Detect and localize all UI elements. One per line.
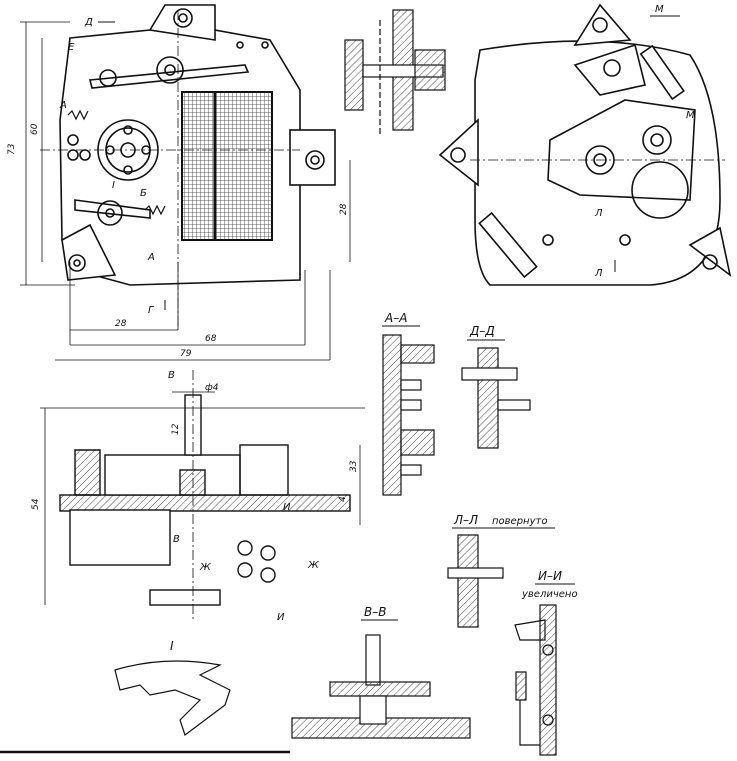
dim-33: 33 — [349, 460, 359, 472]
front-view-dimensions — [20, 21, 351, 361]
dim-73: 73 — [7, 143, 17, 155]
marker-Zh-right: Ж — [307, 560, 320, 571]
section-A-label: А–А — [384, 311, 407, 325]
detail-I — [114, 660, 231, 736]
section-A — [382, 334, 435, 496]
section-I-label: И–И — [538, 569, 562, 583]
detail-I-label: I — [170, 639, 174, 653]
marker-L-top: Л — [594, 208, 603, 219]
marker-roman-1: I — [112, 180, 115, 191]
dim-28-horizontal: 28 — [115, 319, 127, 329]
dim-phi4: ф4 — [205, 383, 219, 393]
marker-B: Б — [140, 188, 147, 199]
section-D — [461, 347, 531, 449]
section-L-note: повернуто — [492, 516, 547, 527]
dim-4: 4 — [338, 496, 348, 502]
section-I-note: увеличено — [521, 589, 578, 600]
section-L-label: Л–Л — [453, 513, 478, 527]
marker-Zh-left: Ж — [199, 562, 212, 573]
marker-A-top: А — [59, 100, 67, 111]
rear-view — [438, 3, 732, 286]
dim-79: 79 — [180, 349, 192, 359]
marker-L-bottom: Л — [594, 268, 603, 279]
front-view — [40, 4, 336, 330]
section-D-label: Д–Д — [469, 324, 495, 338]
section-V-label: В–В — [364, 605, 386, 619]
marker-I-right: И — [283, 502, 291, 513]
marker-G: Г — [148, 305, 155, 316]
marker-V-inner: В — [173, 534, 180, 545]
section-V — [291, 634, 471, 739]
marker-I-bottom: И — [277, 612, 285, 623]
marker-E: Е — [68, 42, 75, 53]
marker-M-top: М — [655, 4, 664, 15]
dim-12: 12 — [171, 423, 181, 435]
side-view-dimensions — [40, 391, 365, 605]
dim-28-vertical: 28 — [339, 203, 349, 215]
section-stack-top — [344, 9, 446, 135]
dim-54: 54 — [31, 498, 41, 510]
dim-60: 60 — [30, 123, 40, 135]
section-I — [514, 604, 557, 756]
marker-D: Д — [84, 17, 93, 28]
marker-V-top: В — [168, 370, 175, 381]
section-L — [447, 534, 504, 628]
marker-M-inner: М — [686, 110, 695, 121]
marker-A-bottom: А — [147, 252, 155, 263]
side-view — [59, 370, 351, 620]
dim-68: 68 — [205, 334, 217, 344]
